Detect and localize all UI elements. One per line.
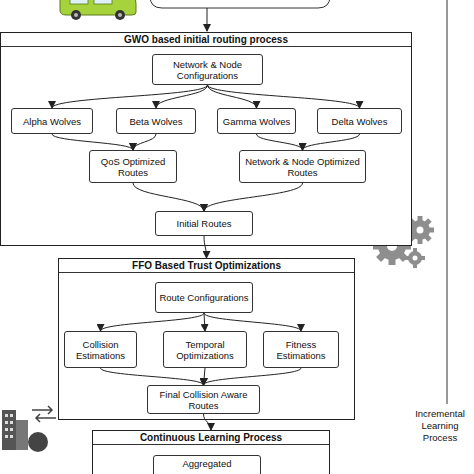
process-box: Initial Routes (155, 211, 253, 236)
box-label: Gamma Wolves (223, 116, 290, 127)
box-label: Aggregated (182, 458, 231, 469)
flow-arrow (204, 183, 303, 211)
flow-arrow (204, 313, 205, 331)
process-stage: Continuous Learning ProcessAggregated (92, 430, 330, 474)
box-label: Delta Wolves (332, 116, 388, 127)
process-box: Delta Wolves (317, 108, 402, 134)
flow-arrow (208, 85, 360, 108)
process-box: Aggregated (153, 455, 261, 474)
flow-arrow (303, 134, 360, 150)
box-label: Fitness Estimations (267, 339, 335, 361)
top-box-edge (150, 0, 330, 8)
process-box: Final Collision Aware Routes (147, 385, 260, 414)
box-label: Network & Node Configurations (156, 59, 259, 81)
flow-arrow (52, 134, 133, 150)
box-label: Network & Node Optimized Routes (243, 156, 362, 178)
flow-arrow (101, 313, 205, 331)
process-box: QoS Optimized Routes (89, 150, 177, 183)
flow-arrow (208, 85, 257, 108)
process-box: Network & Node Optimized Routes (239, 150, 366, 183)
process-stage: GWO based initial routing processNetwork… (0, 32, 412, 246)
car-icon (60, 0, 136, 20)
flow-arrow (156, 85, 208, 108)
process-stage: FFO Based Trust OptimizationsRoute Confi… (58, 258, 355, 420)
box-label: Beta Wolves (129, 116, 182, 127)
process-box: Beta Wolves (116, 108, 196, 134)
flow-arrow (133, 134, 156, 150)
box-label: Temporal Optimizations (167, 339, 243, 361)
flow-arrow (204, 236, 207, 258)
process-box: Route Configurations (155, 282, 253, 313)
process-box: Gamma Wolves (217, 108, 296, 134)
feedback-line (447, 0, 448, 404)
city-icon (2, 406, 56, 452)
flow-arrow (257, 134, 303, 150)
flow-arrow (204, 414, 212, 430)
process-box: Alpha Wolves (11, 108, 93, 134)
flow-arrow (133, 183, 204, 211)
box-label: Collision Estimations (68, 339, 133, 361)
flow-arrow (204, 313, 301, 331)
process-box: Network & Node Configurations (152, 54, 263, 85)
flow-arrow (204, 368, 302, 385)
process-box: Collision Estimations (64, 331, 137, 368)
process-box: Fitness Estimations (263, 331, 339, 368)
stage-title: Continuous Learning Process (93, 431, 329, 445)
flow-arrow (101, 368, 204, 385)
box-label: Alpha Wolves (23, 116, 81, 127)
box-label: Final Collision Aware Routes (151, 389, 256, 411)
flow-arrow (52, 85, 208, 108)
entry-arrow (207, 8, 208, 31)
stage-title: FFO Based Trust Optimizations (59, 259, 354, 273)
process-box: Temporal Optimizations (163, 331, 247, 368)
side-label: Incremental Learning Process (408, 408, 472, 444)
flow-arrow (204, 368, 206, 385)
box-label: Route Configurations (159, 292, 248, 303)
stage-title: GWO based initial routing process (1, 33, 411, 47)
box-label: Initial Routes (177, 218, 232, 229)
box-label: QoS Optimized Routes (93, 156, 173, 178)
